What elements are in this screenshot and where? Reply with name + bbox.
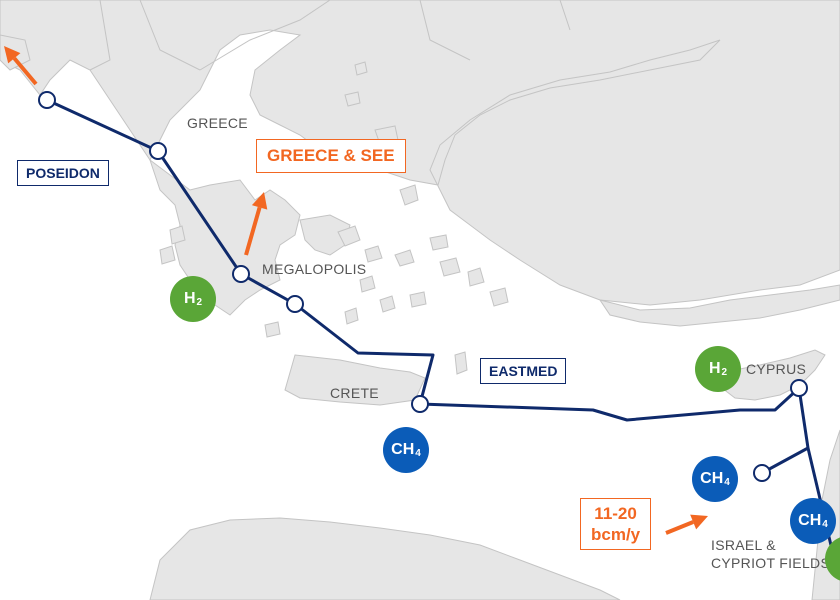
flow-arrow-shaft-1 [244,206,262,256]
flow-arrows [4,46,708,535]
landmass-turkey-south [598,284,840,327]
label-crete: CRETE [330,385,379,401]
pipeline-node-2 [149,142,167,160]
flow-arrow-head-3 [690,514,708,530]
country-borders [89,0,571,71]
ch4-subscript: 4 [822,519,828,530]
pipeline-nodes [38,91,808,482]
flow-arrow-head-2 [4,46,21,64]
aegean-islands [0,34,509,375]
callout-capacity: 11-20 bcm/y [580,498,652,550]
island-4 [429,234,449,251]
island-13 [344,91,361,107]
island-14 [354,61,368,76]
island-7 [489,287,509,307]
landmass-peloponnese-east [299,214,351,256]
label-israel-line2: CYPRIOT FIELDS [711,555,831,571]
h2-subscript: 2 [196,297,203,308]
island-5 [439,257,461,277]
label-israel-cypriot-fields: ISRAEL & CYPRIOT FIELDS [711,536,830,572]
h2-symbol: H [708,360,721,377]
pipeline-node-6 [790,379,808,397]
ch4-symbol: CH [391,441,415,458]
island-12 [399,184,419,206]
island-6 [467,267,485,287]
island-3 [394,249,415,267]
hydrogen-badge-edge [825,536,840,582]
ch4-symbol: CH [798,512,822,529]
border-1 [139,0,201,71]
island-18 [169,225,186,245]
pipeline-node-3 [232,265,250,283]
island-19 [159,245,176,265]
h2-symbol: H [183,290,196,307]
landmass-north [0,0,840,306]
callout-greece-see: GREECE & SEE [256,139,406,173]
pipeline-node-5 [411,395,429,413]
island-2 [364,245,383,263]
pipeline-label-eastmed: EASTMED [480,358,567,384]
label-megalopolis: MEGALOPOLIS [262,261,367,277]
pipeline-node-4 [286,295,304,313]
label-greece: GREECE [187,115,248,131]
island-11 [344,307,359,325]
border-5 [89,0,111,71]
flow-arrow-head-1 [251,192,268,210]
border-2 [199,0,331,71]
island-17 [264,321,281,338]
flow-arrow-shaft-2 [12,56,38,86]
island-1 [337,225,361,247]
border-4 [559,0,571,31]
flow-arrow-shaft-3 [665,520,694,535]
label-cyprus: CYPRUS [746,361,807,377]
h2-subscript: 2 [721,367,728,378]
island-9 [379,295,396,313]
island-8 [359,275,376,293]
landmass-cyprus [721,349,826,401]
ch4-subscript: 4 [415,448,421,459]
label-israel-line1: ISRAEL & [711,537,776,553]
border-3 [419,0,471,61]
island-16 [454,351,468,375]
pipeline-node-7 [753,464,771,482]
ch4-symbol: CH [700,470,724,487]
pipeline-eastmed-route [240,272,801,422]
capacity-line1: 11-20 [594,504,637,523]
landmass-africa [149,517,621,600]
island-10 [409,291,427,308]
ch4-subscript: 4 [724,477,730,488]
pipeline-label-poseidon: POSEIDON [17,160,109,186]
capacity-line2: bcm/y [591,525,641,544]
pipeline-node-1 [38,91,56,109]
